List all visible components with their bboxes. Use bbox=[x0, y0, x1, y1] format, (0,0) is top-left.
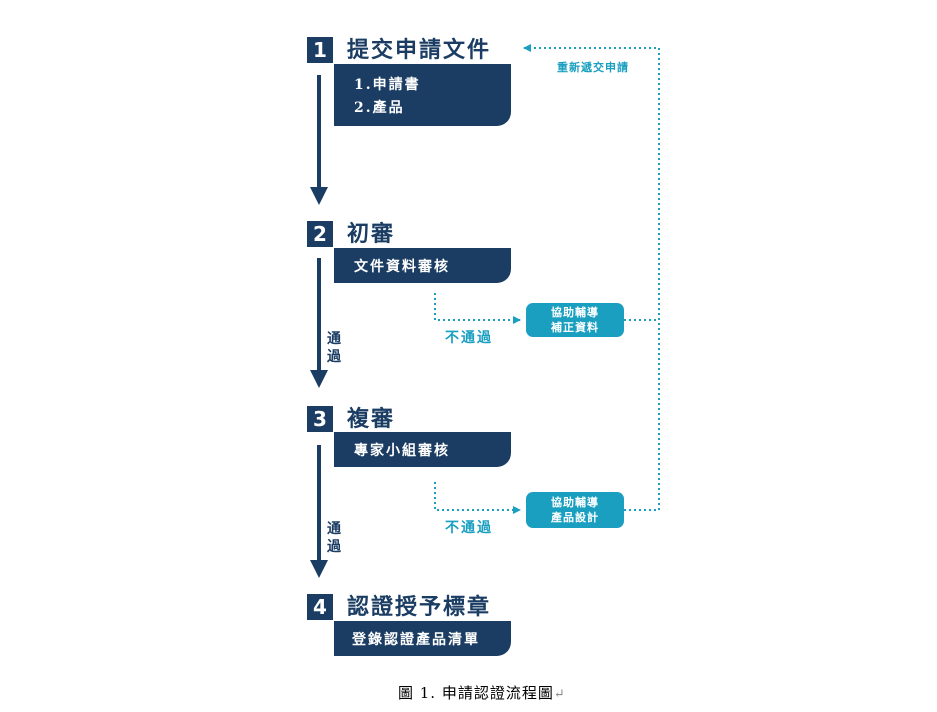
step-1-detail-1: 1.申請書 bbox=[354, 77, 421, 93]
help-box-2-line-1: 協助輔導 bbox=[551, 496, 599, 509]
step-2-number: 2 bbox=[307, 221, 333, 247]
pass-arrow-3 bbox=[310, 445, 328, 578]
step-4-title: 認證授予標章 bbox=[347, 594, 492, 620]
step-3-detail-1: 專家小組審核 bbox=[354, 443, 450, 459]
step-1-detail-2: 2.產品 bbox=[354, 100, 405, 116]
step-4-number: 4 bbox=[307, 594, 333, 620]
figure-caption: 圖 1. 申請認證流程圖↵ bbox=[398, 682, 566, 703]
pass-label-1-char-2: 過 bbox=[327, 349, 341, 365]
resubmit-connector-2 bbox=[523, 44, 660, 511]
fail-connector-1 bbox=[434, 293, 521, 324]
step-2-title: 初審 bbox=[347, 221, 396, 247]
step-1-title: 提交申請文件 bbox=[347, 37, 492, 63]
step-3-detail-panel: 專家小組審核 bbox=[334, 432, 511, 467]
pass-label-2: 通 過 bbox=[326, 520, 342, 556]
step-4-detail-panel: 登錄認證產品清單 bbox=[334, 621, 511, 656]
step-2-detail-panel: 文件資料審核 bbox=[334, 248, 511, 283]
fail-connector-2 bbox=[434, 482, 521, 514]
step-4-detail-1: 登錄認證產品清單 bbox=[352, 632, 480, 648]
help-box-1-line-1: 協助輔導 bbox=[551, 306, 599, 319]
resubmit-label: 重新遞交申請 bbox=[557, 61, 629, 74]
pass-arrow-1 bbox=[310, 75, 328, 205]
figure-caption-text: 圖 1. 申請認證流程圖 bbox=[398, 684, 554, 702]
pass-label-2-char-1: 通 bbox=[327, 521, 341, 537]
pass-label-2-char-2: 過 bbox=[327, 539, 341, 555]
fail-label-2: 不通過 bbox=[445, 520, 493, 536]
help-box-product-design: 協助輔導 產品設計 bbox=[526, 492, 624, 528]
help-box-1-line-2: 補正資料 bbox=[551, 321, 599, 334]
step-3-title: 複審 bbox=[347, 406, 396, 432]
step-3-number: 3 bbox=[307, 406, 333, 432]
pass-label-1: 通 過 bbox=[326, 330, 342, 366]
paragraph-return-mark: ↵ bbox=[553, 687, 566, 702]
step-1-detail-panel: 1.申請書 2.產品 bbox=[334, 64, 511, 126]
step-2-detail-1: 文件資料審核 bbox=[354, 259, 450, 275]
help-box-2-line-2: 產品設計 bbox=[551, 511, 599, 524]
fail-label-1: 不通過 bbox=[445, 330, 493, 346]
step-1-number: 1 bbox=[307, 37, 333, 63]
pass-arrow-2 bbox=[310, 258, 328, 388]
pass-label-1-char-1: 通 bbox=[327, 331, 341, 347]
help-box-supplement-docs: 協助輔導 補正資料 bbox=[526, 303, 624, 337]
